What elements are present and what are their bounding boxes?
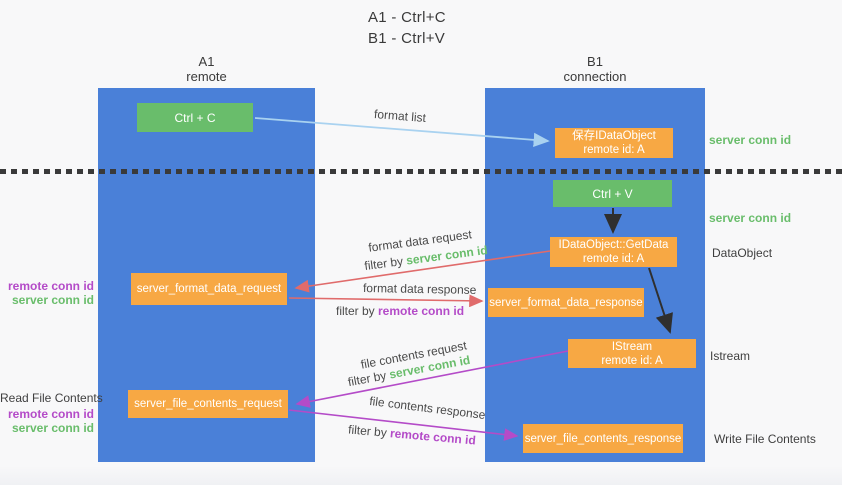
diagram-title: A1 - Ctrl+C B1 - Ctrl+V [368, 7, 446, 49]
write-file-contents-label: Write File Contents [714, 432, 816, 446]
getdata-to-istream-arrow [648, 267, 673, 334]
node-ctrl-v-label: Ctrl + V [592, 186, 633, 201]
column-a-id: A1 [198, 54, 215, 69]
conn-id-stack-bottom-left: remote conn id server conn id [0, 407, 94, 435]
title-line-1: A1 - Ctrl+C [368, 9, 446, 26]
format-data-response-label: format data response [362, 281, 477, 297]
node-save-idataobject: 保存IDataObject remote id: A [555, 128, 673, 158]
remote-conn-id-label: remote conn id [7, 279, 94, 293]
format-list-arrow [254, 117, 550, 148]
node-ctrl-v: Ctrl + V [553, 180, 672, 207]
read-file-contents-label: Read File Contents [0, 391, 103, 405]
node-server-format-data-response: server_format_data_response [488, 288, 644, 317]
node-server-format-data-request-label: server_format_data_request [136, 283, 282, 295]
format-data-response-filter-label: filter by remote conn id [336, 304, 464, 318]
column-b-id: B1 [587, 54, 603, 69]
node-server-format-data-request: server_format_data_request [131, 273, 287, 305]
node-idataobject-getdata-title: IDataObject::GetData [558, 239, 669, 251]
file-contents-request-arrow [295, 350, 569, 408]
node-save-idataobject-title: 保存IDataObject [572, 130, 656, 142]
column-a-name: remote [186, 69, 227, 84]
session-divider-line [0, 169, 842, 174]
server-conn-id-label: server conn id [11, 421, 94, 435]
server-conn-id-label-mid-right: server conn id [709, 211, 792, 225]
node-istream-remote-id: remote id: A [601, 354, 663, 367]
node-ctrl-c-label: Ctrl + C [174, 110, 216, 125]
remote-conn-id-label: remote conn id [7, 407, 94, 421]
conn-id-stack-top-left: remote conn id server conn id [0, 279, 94, 307]
node-istream-title: IStream [611, 340, 653, 353]
server-conn-id-label-top-right: server conn id [709, 133, 792, 147]
server-conn-id-label: server conn id [11, 293, 94, 307]
format-data-request-arrow [294, 250, 551, 293]
node-server-file-contents-request-label: server_file_contents_request [134, 398, 282, 410]
istream-label: Istream [710, 349, 751, 363]
column-b-name: connection [563, 69, 627, 84]
node-server-file-contents-request: server_file_contents_request [128, 390, 288, 418]
filter-by-text: filter by [336, 304, 379, 318]
node-idataobject-getdata-remote-id: remote id: A [582, 253, 645, 265]
node-idataobject-getdata: IDataObject::GetData remote id: A [550, 237, 677, 267]
column-b-header: B1 connection [485, 54, 705, 84]
node-ctrl-c: Ctrl + C [137, 103, 253, 132]
format-data-response-arrow [288, 294, 484, 308]
dataobject-label: DataObject [712, 246, 773, 260]
file-contents-response-arrow [288, 409, 519, 441]
remote-conn-id-key: remote conn id [378, 304, 465, 318]
node-save-idataobject-remote-id: remote id: A [583, 144, 645, 156]
node-server-file-contents-response: server_file_contents_response [523, 424, 683, 453]
node-server-format-data-response-label: server_format_data_response [489, 296, 643, 309]
title-line-2: B1 - Ctrl+V [368, 30, 446, 47]
node-istream: IStream remote id: A [568, 339, 696, 368]
node-server-file-contents-response-label: server_file_contents_response [524, 432, 682, 445]
column-a-header: A1 remote [98, 54, 315, 84]
